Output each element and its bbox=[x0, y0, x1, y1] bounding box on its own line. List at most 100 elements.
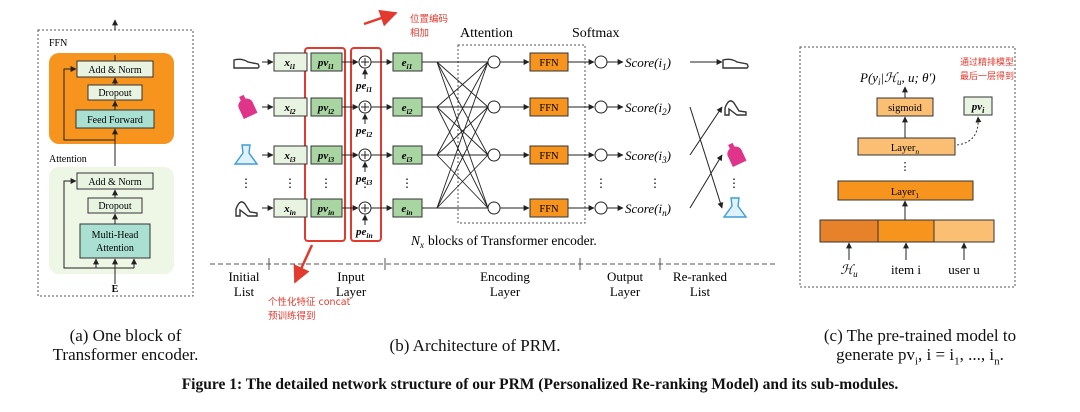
softmax-node bbox=[594, 100, 608, 114]
score-label: Score(i1) bbox=[625, 55, 671, 72]
multi-head-line1: Multi-Head bbox=[92, 230, 139, 241]
caption-a-line1: (a) One block of bbox=[69, 326, 182, 345]
dress-icon bbox=[722, 197, 748, 218]
stage-label-line1: Encoding bbox=[480, 269, 530, 284]
svg-text:⋮: ⋮ bbox=[649, 176, 661, 190]
input-e-label: E bbox=[112, 284, 119, 295]
sigmoid-box bbox=[876, 97, 934, 117]
softmax-title: Softmax bbox=[572, 26, 619, 41]
stage-label-line1: Input bbox=[337, 269, 365, 284]
annotation-c-line2: 最后一层得到 bbox=[960, 70, 1014, 82]
input-user-cell bbox=[933, 219, 995, 243]
bottle-icon bbox=[727, 142, 747, 168]
softmax-node bbox=[594, 201, 608, 215]
stage-label-line1: Re-ranked bbox=[673, 269, 728, 284]
annotation-position-line1: 位置编码 bbox=[410, 13, 448, 25]
dropout-bottom: Dropout bbox=[98, 201, 132, 212]
ffn-label: FFN bbox=[539, 204, 559, 215]
x-box bbox=[273, 52, 308, 72]
input-hu-label: ℋu bbox=[840, 262, 858, 279]
attention-node bbox=[487, 148, 501, 162]
score-label: Score(i2) bbox=[625, 100, 671, 117]
add-norm-box-bottom bbox=[76, 172, 154, 190]
attention-node bbox=[487, 201, 501, 215]
annotation-personal-line2: 预训练得到 bbox=[268, 310, 316, 322]
pvi-label: pvi bbox=[971, 101, 985, 115]
stage-label-line2: Layer bbox=[336, 284, 367, 299]
caption-a-line2: Transformer encoder. bbox=[52, 345, 199, 364]
position-annotation-arrow bbox=[363, 9, 398, 27]
attention-label: Attention bbox=[49, 154, 87, 165]
e-label: ei1 bbox=[402, 57, 413, 71]
pe-label: pei3 bbox=[355, 173, 372, 187]
input-item-label: item i bbox=[891, 262, 921, 277]
x-box bbox=[273, 198, 308, 218]
stage-label-line2: List bbox=[690, 284, 711, 299]
pe-highlight bbox=[350, 47, 382, 242]
pvi-box bbox=[963, 96, 993, 116]
pv-label: pvin bbox=[317, 203, 335, 217]
heel-icon bbox=[235, 201, 258, 217]
pe-label: pein bbox=[355, 226, 373, 240]
dress-icon bbox=[233, 144, 259, 165]
ellipsis-c: ⋮ bbox=[900, 161, 911, 173]
heel-icon bbox=[724, 100, 747, 116]
panel-a: FFN Add & Norm Dropout Feed Forward Atte… bbox=[37, 19, 194, 297]
stage-label-line2: Layer bbox=[490, 284, 521, 299]
figure-caption: Figure 1: The detailed network structure… bbox=[181, 376, 899, 393]
svg-text:⋮: ⋮ bbox=[359, 176, 371, 190]
pv-highlight bbox=[304, 47, 346, 242]
ellipsis-row: ⋮⋮⋮⋮⋮⋮⋮⋮ bbox=[240, 176, 740, 190]
svg-text:⋮: ⋮ bbox=[728, 176, 740, 190]
x-label: xi3 bbox=[283, 150, 296, 164]
add-norm-top: Add & Norm bbox=[88, 65, 142, 76]
pe-label: pei2 bbox=[355, 125, 372, 139]
ffn-label: FFN bbox=[49, 38, 67, 49]
e-label: ei3 bbox=[402, 150, 413, 164]
shoe-icon bbox=[233, 58, 260, 69]
x-box bbox=[273, 97, 308, 117]
layer-n-box bbox=[857, 137, 956, 156]
stages-layer: InitialListInputLayerEncodingLayerOutput… bbox=[228, 269, 727, 299]
pv-label: pvi1 bbox=[317, 57, 334, 71]
layer-1-box bbox=[837, 180, 974, 201]
stage-label-line1: Initial bbox=[228, 269, 259, 284]
reranked-list bbox=[689, 58, 749, 218]
caption-c: (c) The pre-trained model to generate pv… bbox=[790, 326, 1050, 371]
input-user-label: user u bbox=[948, 262, 980, 277]
bottle-icon bbox=[238, 94, 258, 120]
svg-text:⋮: ⋮ bbox=[401, 176, 413, 190]
annotation-personal-line1: 个性化特征 concat bbox=[268, 296, 351, 308]
multi-head-line2: Attention bbox=[96, 243, 134, 254]
add-norm-bottom: Add & Norm bbox=[88, 177, 142, 188]
caption-c-line2: generate pvi, i = i1, ..., in. bbox=[836, 345, 1004, 368]
input-item-cell bbox=[877, 219, 935, 243]
encoder-box bbox=[457, 44, 586, 224]
score-label: Score(i3) bbox=[625, 148, 671, 165]
ffn-label: FFN bbox=[539, 58, 559, 69]
ffn-label: FFN bbox=[539, 103, 559, 114]
panel-c: P(yi|ℋu, u; θ′) 通过精排模型 最后一层得到 sigmoid pv… bbox=[799, 46, 1016, 288]
sigmoid-label: sigmoid bbox=[888, 103, 923, 114]
stage-label-line1: Output bbox=[607, 269, 644, 284]
caption-a: (a) One block of Transformer encoder. bbox=[38, 326, 213, 364]
stage-label-line2: Layer bbox=[610, 284, 641, 299]
x-label: xin bbox=[283, 203, 296, 217]
pv-label: pvi3 bbox=[317, 150, 334, 164]
caption-b: (b) Architecture of PRM. bbox=[389, 336, 561, 355]
e-label: ei2 bbox=[402, 102, 413, 116]
multi-head-box bbox=[79, 223, 151, 259]
feed-forward: Feed Forward bbox=[87, 115, 143, 126]
panel-c-frame bbox=[799, 46, 1016, 288]
attention-node bbox=[487, 100, 501, 114]
pv-label: pvi2 bbox=[317, 102, 334, 116]
e-label: ein bbox=[401, 203, 412, 217]
softmax-node bbox=[594, 55, 608, 69]
personal-annotation-arrow bbox=[293, 244, 314, 284]
